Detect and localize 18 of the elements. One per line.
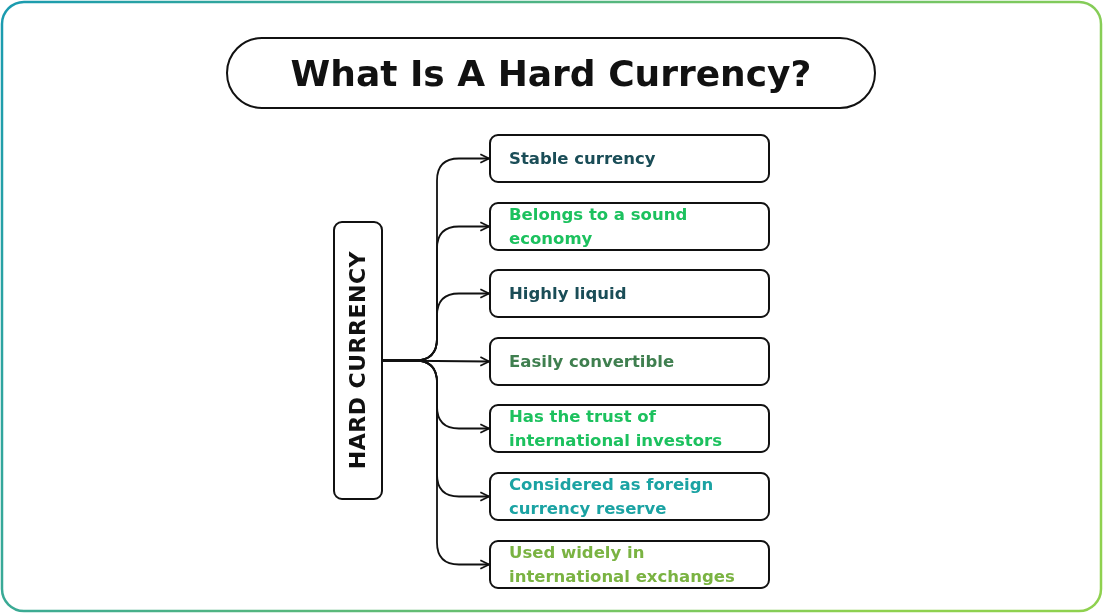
item-label: Highly liquid [508, 282, 627, 305]
item-box [489, 540, 770, 589]
root-label: HARD CURRENCY [346, 251, 370, 470]
item-box [489, 202, 770, 251]
title: What Is A Hard Currency? [290, 52, 812, 94]
item-label: Used widely in international exchanges [508, 541, 736, 588]
item-label: Has the trust of international investors [508, 405, 723, 452]
item-label: Stable currency [508, 147, 656, 170]
item-box [489, 472, 770, 521]
item-label: Belongs to a sound economy [508, 203, 689, 250]
item-box [489, 337, 770, 386]
root-box [333, 221, 383, 500]
item-box [489, 134, 770, 183]
item-label: Considered as foreign currency reserve [508, 473, 715, 520]
connector-arrow [382, 359, 490, 570]
item-box [489, 269, 770, 318]
item-label: Easily convertible [508, 350, 675, 373]
item-box [489, 404, 770, 453]
